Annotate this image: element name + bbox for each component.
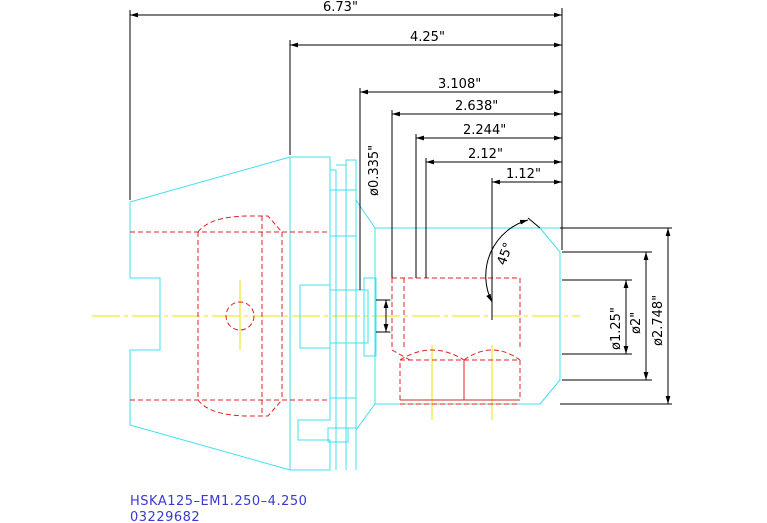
dim-dia-2748: ø2.748" [651, 295, 666, 346]
dim-3108: 3.108" [438, 77, 481, 92]
part-number: 03229682 [130, 510, 200, 523]
dim-2638: 2.638" [455, 99, 498, 114]
hidden-lines [130, 215, 521, 417]
part-name: HSKA125–EM1.250–4.250 [130, 494, 307, 509]
dim-dia-2: ø2" [629, 312, 644, 334]
dim-bore-0335: ø0.335" [367, 145, 382, 196]
dim-angle: 45° [495, 241, 517, 268]
dim-212: 2.12" [468, 147, 503, 162]
dim-dia-125: ø1.25" [609, 307, 624, 350]
dim-112: 1.12" [506, 167, 541, 182]
dimension-lines [129, 8, 672, 405]
dim-overall-length: 6.73" [323, 0, 358, 15]
dim-gauge-length: 4.25" [410, 30, 445, 45]
dim-2244: 2.244" [463, 123, 506, 138]
holder-outline [129, 156, 561, 471]
